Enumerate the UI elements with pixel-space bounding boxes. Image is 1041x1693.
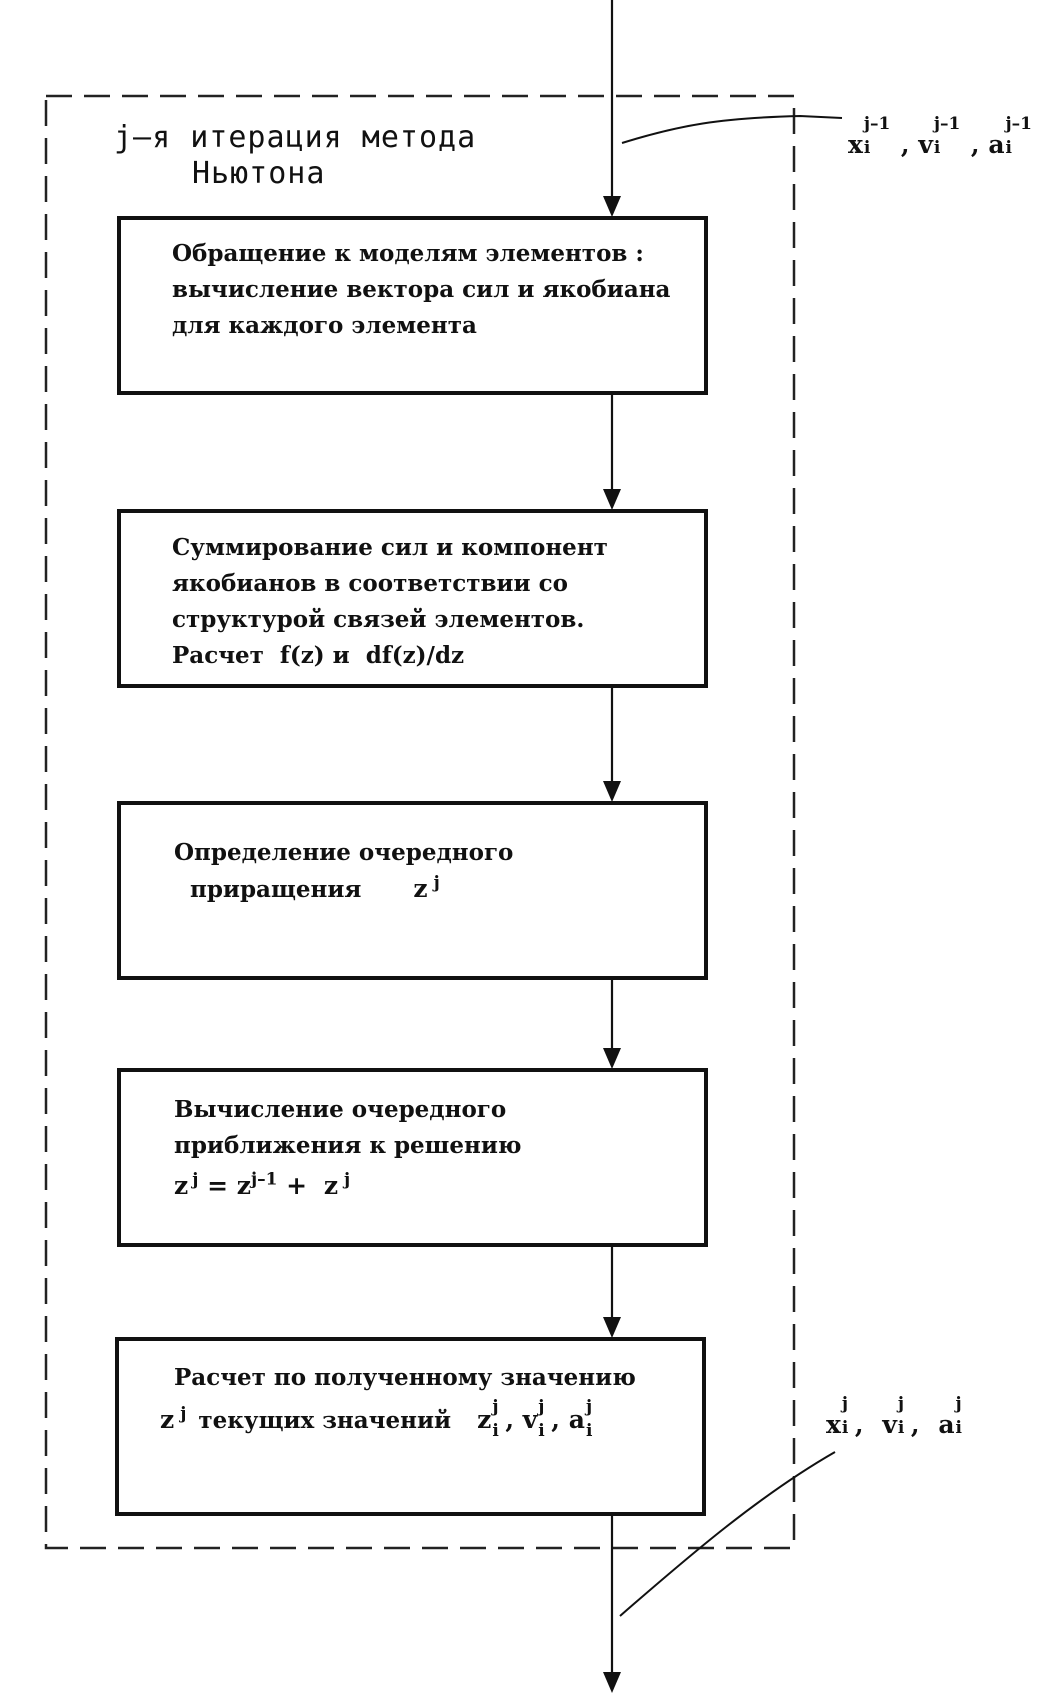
box-4-line-1: Вычисление очередного <box>174 1096 507 1123</box>
arrowhead-2 <box>603 489 621 510</box>
box-4-frame <box>117 1068 708 1247</box>
iteration-title-line2: Ньютона <box>192 156 326 191</box>
arrowhead-6 <box>603 1672 621 1693</box>
box-3-line-1: Определение очередного <box>174 839 514 866</box>
box-1-line-3: для каждого элемента <box>172 312 477 339</box>
box-1-text: Обращение к моделям элементов : вычислен… <box>172 236 670 344</box>
iteration-frame <box>44 94 796 1550</box>
arrowhead-5 <box>603 1317 621 1338</box>
arrowhead-3 <box>603 781 621 802</box>
box-2-line-2: якобианов в соответствии со <box>172 570 568 597</box>
arrowhead-4 <box>603 1048 621 1069</box>
box-4-line-2: приближения к решению <box>174 1132 522 1159</box>
box-4-text: Вычисление очередного приближения к реше… <box>174 1092 522 1204</box>
box-5-frame <box>115 1337 706 1516</box>
iteration-title-line1: j–я итерация метода <box>114 120 477 155</box>
box-2-line-4: Расчет f(z) и df(z)/dz <box>172 642 465 669</box>
box-1-line-1: Обращение к моделям элементов : <box>172 240 644 267</box>
box-3-frame <box>117 801 708 980</box>
box-2-frame <box>117 509 708 688</box>
output-leader-line <box>619 1451 836 1617</box>
box-5-line-1: Расчет по полученному значению <box>174 1364 636 1391</box>
arrowhead-1 <box>603 196 621 217</box>
box-1-line-2: вычисление вектора сил и якобиана <box>172 276 671 303</box>
input-leader-line <box>621 114 843 144</box>
box-1-frame <box>117 216 708 395</box>
box-2-line-1: Суммирование сил и компонент <box>172 534 608 561</box>
box-2-text: Суммирование сил и компонент якобианов в… <box>172 530 608 674</box>
box-2-line-3: структурой связей элементов. <box>172 606 585 633</box>
